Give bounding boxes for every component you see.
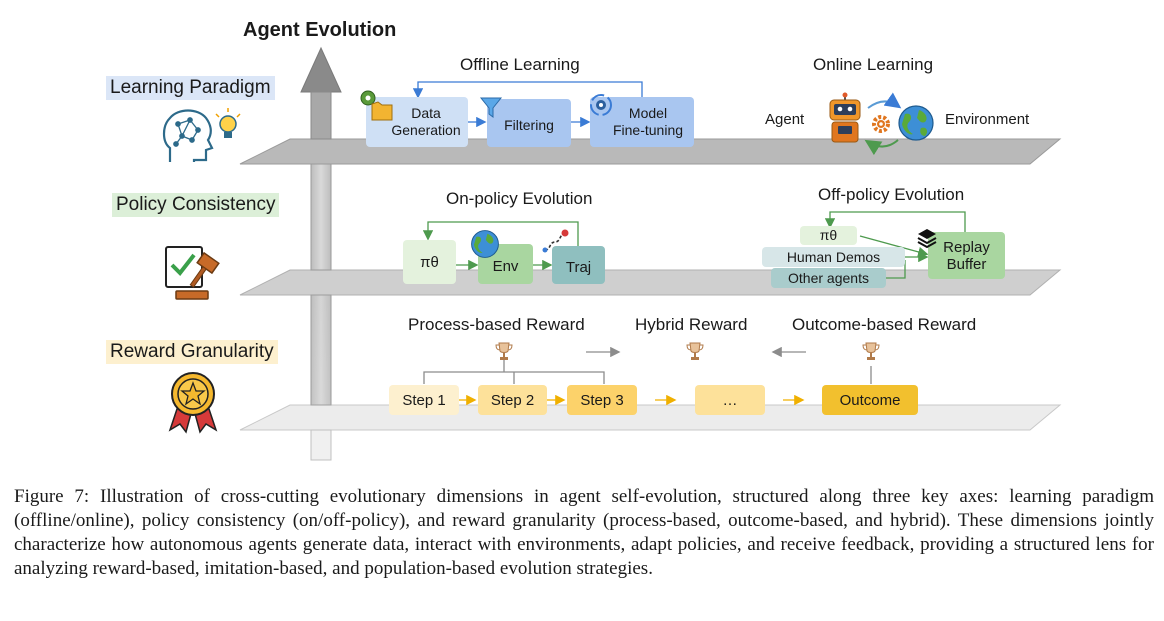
reward-granularity-label: Reward Granularity	[106, 340, 278, 364]
layers-icon	[917, 229, 937, 248]
learning-paradigm-label: Learning Paradigm	[106, 76, 275, 100]
outcome-box: Outcome	[822, 385, 918, 415]
model-finetuning-box: Model Fine-tuning	[590, 97, 694, 147]
filtering-box: Filtering	[487, 99, 571, 147]
brain-head-icon	[162, 108, 241, 162]
model-refresh-icon	[590, 94, 612, 116]
hybrid-reward-title: Hybrid Reward	[635, 315, 748, 334]
trajectory-icon	[542, 229, 569, 253]
reward-plane	[239, 404, 1062, 431]
pi-theta-box: πθ	[403, 240, 456, 284]
environment-label: Environment	[945, 111, 1030, 128]
on-policy-title: On-policy Evolution	[446, 189, 593, 208]
globe-icon	[898, 105, 934, 141]
gear-folder-icon	[360, 90, 393, 121]
figure-caption: Figure 7: Illustration of cross-cutting …	[14, 486, 1154, 579]
replay-buffer-box: Replay Buffer	[928, 232, 1005, 279]
globe-icon	[471, 230, 499, 258]
outcome-reward-title: Outcome-based Reward	[792, 315, 977, 334]
policy-consistency-label: Policy Consistency	[112, 193, 280, 217]
diagram-title: Agent Evolution	[243, 19, 397, 41]
step-2-box: Step 2	[478, 385, 547, 415]
trophy-icon	[495, 342, 513, 360]
process-reward-title: Process-based Reward	[408, 315, 585, 334]
robot-agent-icon	[829, 92, 861, 143]
gear-icon	[872, 115, 890, 133]
off-pi-theta-box: πθ	[800, 226, 857, 245]
medal-star-icon	[168, 372, 218, 434]
human-demos-box: Human Demos	[762, 247, 905, 267]
step-3-box: Step 3	[567, 385, 637, 415]
ellipsis-step-box: …	[695, 385, 765, 415]
other-agents-box: Other agents	[771, 268, 886, 288]
traj-box: Traj	[552, 246, 605, 284]
agent-label: Agent	[765, 111, 805, 128]
trophy-icon	[686, 342, 704, 360]
step-1-box: Step 1	[389, 385, 459, 415]
online-learning-title: Online Learning	[813, 55, 934, 74]
offline-learning-title: Offline Learning	[460, 55, 580, 74]
gavel-checklist-icon	[165, 246, 220, 300]
trophy-icon	[862, 342, 880, 360]
funnel-icon	[479, 97, 503, 118]
off-policy-title: Off-policy Evolution	[818, 185, 965, 204]
